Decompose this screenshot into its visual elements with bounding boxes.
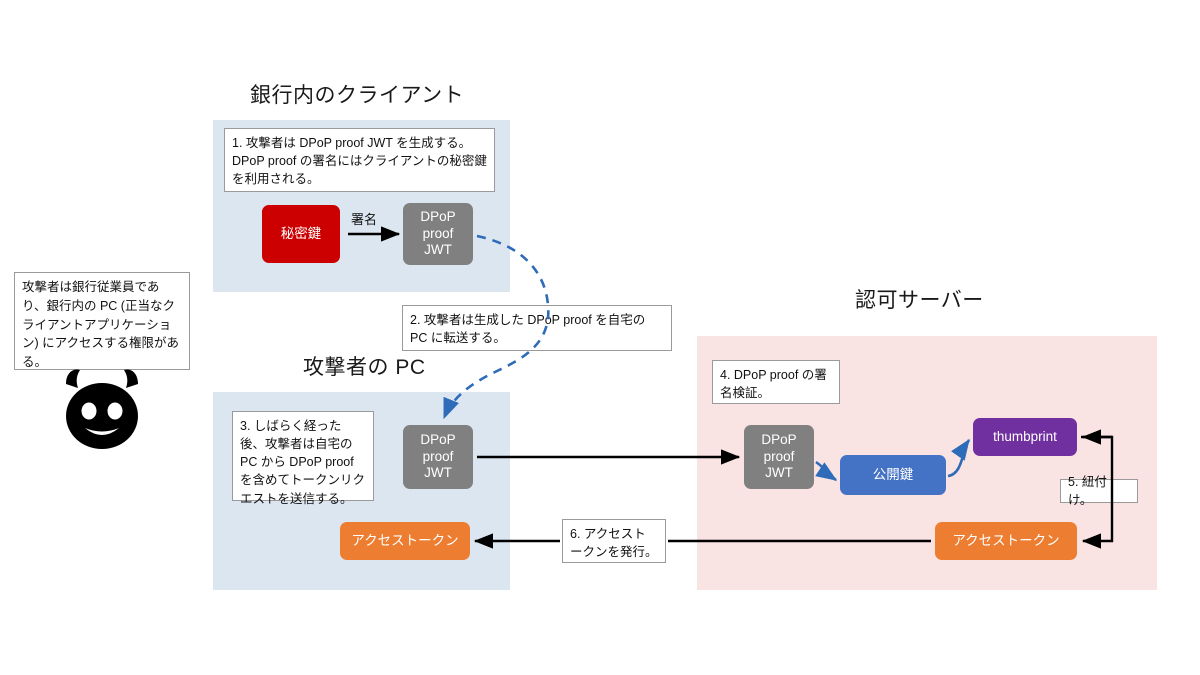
- node-public-key: 公開鍵: [840, 455, 946, 495]
- note-step-3: 3. しばらく経った後、攻撃者は自宅の PC から DPoP proof を含め…: [232, 411, 374, 506]
- dpop-line-2: proof: [422, 448, 454, 464]
- node-dpop-proof-jwt-server: DPoP proof JWT: [744, 425, 814, 489]
- dpop-line-3: JWT: [424, 465, 452, 481]
- dpop-line-1: DPoP: [420, 208, 456, 224]
- dpop-line-3: JWT: [424, 242, 452, 258]
- title-attacker-pc: 攻撃者の PC: [303, 356, 426, 379]
- dpop-line-2: proof: [422, 225, 454, 241]
- node-dpop-proof-jwt-client: DPoP proof JWT: [403, 203, 473, 265]
- node-access-token-client: アクセストークン: [340, 522, 470, 560]
- title-auth-server: 認可サーバー: [855, 289, 984, 312]
- node-dpop-proof-jwt-attacker: DPoP proof JWT: [403, 425, 473, 489]
- node-private-key: 秘密鍵: [262, 205, 340, 263]
- note-step-1: 1. 攻撃者は DPoP proof JWT を生成する。DPoP proof …: [224, 128, 495, 192]
- dpop-line-1: DPoP: [761, 431, 797, 447]
- devil-face-icon: [54, 368, 150, 450]
- label-sign: 署名: [351, 212, 378, 227]
- note-step-2: 2. 攻撃者は生成した DPoP proof を自宅の PC に転送する。: [402, 305, 672, 351]
- note-step-5: 5. 紐付け。: [1060, 475, 1138, 507]
- dpop-line-1: DPoP: [420, 431, 456, 447]
- title-bank-client: 銀行内のクライアント: [250, 84, 465, 107]
- dpop-line-3: JWT: [765, 465, 793, 481]
- node-access-token-server: アクセストークン: [935, 522, 1077, 560]
- note-step-4: 4. DPoP proof の署名検証。: [712, 360, 840, 404]
- note-attacker-description: 攻撃者は銀行従業員であり、銀行内の PC (正当なクライアントアプリケーション)…: [14, 272, 190, 370]
- note-step-6: 6. アクセストークンを発行。: [562, 519, 666, 563]
- node-thumbprint: thumbprint: [973, 418, 1077, 456]
- dpop-line-2: proof: [763, 448, 795, 464]
